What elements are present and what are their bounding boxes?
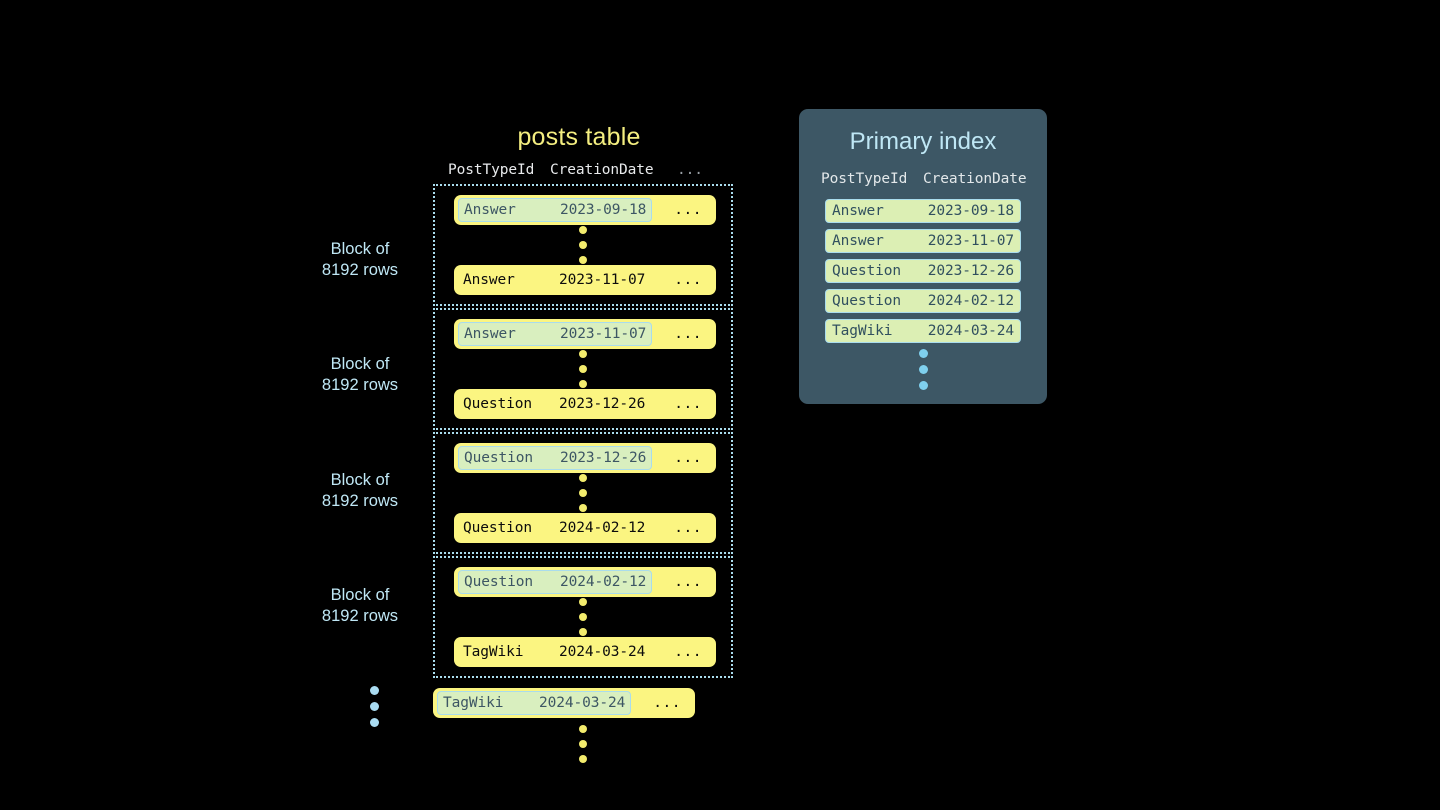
cell-creationdate: 2023-11-07 — [559, 272, 646, 288]
index-row[interactable]: Answer 2023-09-18 — [825, 199, 1021, 223]
cell-more: ... — [674, 272, 702, 288]
cell-creationdate: 2023-12-26 — [560, 450, 647, 466]
primary-index-title: Primary index — [849, 128, 997, 155]
cell-posttypeid: Answer — [463, 272, 515, 288]
primary-index-column-headers: PostTypeId CreationDate — [799, 171, 1047, 193]
column-header-creationdate: CreationDate — [550, 162, 654, 178]
block-label-1: Block of 8192 rows — [290, 239, 430, 281]
cell-creationdate: 2023-12-26 — [927, 263, 1014, 279]
table-row[interactable]: TagWiki 2024-03-24 ... — [433, 688, 695, 718]
cell-posttypeid: Answer — [832, 233, 884, 249]
cell-more: ... — [674, 396, 702, 412]
cell-posttypeid: TagWiki — [443, 695, 504, 711]
index-column-header-posttypeid: PostTypeId — [821, 171, 908, 187]
block-label-2-line1: Block of — [330, 355, 390, 373]
table-row[interactable]: Question 2023-12-26 ... — [454, 443, 716, 473]
block-label-3: Block of 8192 rows — [290, 470, 430, 512]
cell-more: ... — [653, 695, 681, 711]
storage-block-4: Question 2024-02-12 ... TagWiki 2024-03-… — [433, 556, 733, 678]
block-label-2: Block of 8192 rows — [290, 354, 430, 396]
cell-creationdate: 2023-11-07 — [560, 326, 647, 342]
table-row[interactable]: Question 2024-02-12 ... — [454, 513, 716, 543]
row-highlight: Question 2023-12-26 — [458, 446, 653, 470]
cell-creationdate: 2024-02-12 — [927, 293, 1014, 309]
cell-posttypeid: Question — [832, 293, 902, 309]
table-row[interactable]: TagWiki 2024-03-24 ... — [454, 637, 716, 667]
block-label-3-line1: Block of — [330, 471, 390, 489]
row-highlight: Question 2024-02-12 — [458, 570, 653, 594]
cell-posttypeid: Question — [464, 574, 534, 590]
cell-creationdate: 2024-03-24 — [559, 644, 646, 660]
row-content: Question 2023-12-26 — [458, 392, 650, 416]
cell-posttypeid: Answer — [464, 326, 516, 342]
block-label-2-line2: 8192 rows — [321, 376, 399, 394]
cell-more: ... — [674, 326, 702, 342]
column-header-more: ... — [677, 162, 703, 178]
cell-creationdate: 2023-09-18 — [560, 202, 647, 218]
block-label-4: Block of 8192 rows — [290, 585, 430, 627]
cell-posttypeid: Question — [464, 450, 534, 466]
cell-more: ... — [674, 450, 702, 466]
cell-more: ... — [674, 574, 702, 590]
cell-posttypeid: Answer — [464, 202, 516, 218]
cell-creationdate: 2024-02-12 — [559, 520, 646, 536]
column-header-posttypeid: PostTypeId — [448, 162, 535, 178]
index-row[interactable]: Answer 2023-11-07 — [825, 229, 1021, 253]
row-ellipsis-icon — [435, 597, 731, 637]
index-column-header-creationdate: CreationDate — [923, 171, 1027, 187]
index-more-entries-ellipsis-icon — [825, 349, 1021, 390]
cell-creationdate: 2023-09-18 — [927, 203, 1014, 219]
table-row[interactable]: Answer 2023-11-07 ... — [454, 319, 716, 349]
table-row[interactable]: Question 2024-02-12 ... — [454, 567, 716, 597]
block-label-1-line2: 8192 rows — [321, 261, 399, 279]
index-row[interactable]: TagWiki 2024-03-24 — [825, 319, 1021, 343]
primary-index-panel: Primary index PostTypeId CreationDate An… — [799, 109, 1047, 404]
block-label-3-line2: 8192 rows — [321, 492, 399, 510]
row-highlight: Answer 2023-09-18 — [458, 198, 653, 222]
block-label-1-line1: Block of — [330, 240, 390, 258]
more-blocks-ellipsis-icon — [370, 686, 379, 727]
index-row[interactable]: Question 2023-12-26 — [825, 259, 1021, 283]
block-label-4-line1: Block of — [330, 586, 390, 604]
index-row[interactable]: Question 2024-02-12 — [825, 289, 1021, 313]
row-ellipsis-icon — [435, 349, 731, 389]
cell-more: ... — [674, 644, 702, 660]
cell-posttypeid: TagWiki — [832, 323, 893, 339]
storage-block-3: Question 2023-12-26 ... Question 2024-02… — [433, 432, 733, 554]
table-row[interactable]: Answer 2023-09-18 ... — [454, 195, 716, 225]
row-content: Answer 2023-11-07 — [458, 268, 650, 292]
cell-creationdate: 2024-03-24 — [539, 695, 626, 711]
cell-more: ... — [674, 202, 702, 218]
cell-posttypeid: Answer — [832, 203, 884, 219]
row-highlight: Answer 2023-11-07 — [458, 322, 653, 346]
posts-table-column-headers: PostTypeId CreationDate ... — [433, 162, 733, 184]
cell-posttypeid: TagWiki — [463, 644, 524, 660]
primary-index-rows: Answer 2023-09-18 Answer 2023-11-07 Ques… — [799, 199, 1047, 390]
table-row[interactable]: Question 2023-12-26 ... — [454, 389, 716, 419]
storage-block-2: Answer 2023-11-07 ... Question 2023-12-2… — [433, 308, 733, 430]
cell-posttypeid: Question — [463, 520, 533, 536]
row-content: Question 2024-02-12 — [458, 516, 650, 540]
storage-block-1: Answer 2023-09-18 ... Answer 2023-11-07 … — [433, 184, 733, 306]
cell-more: ... — [674, 520, 702, 536]
cell-posttypeid: Question — [463, 396, 533, 412]
cell-creationdate: 2023-11-07 — [927, 233, 1014, 249]
cell-posttypeid: Question — [832, 263, 902, 279]
table-row[interactable]: Answer 2023-11-07 ... — [454, 265, 716, 295]
cell-creationdate: 2024-02-12 — [560, 574, 647, 590]
block-label-4-line2: 8192 rows — [321, 607, 399, 625]
more-rows-ellipsis-icon — [452, 725, 714, 763]
cell-creationdate: 2024-03-24 — [927, 323, 1014, 339]
posts-table-title: posts table — [517, 123, 641, 151]
row-ellipsis-icon — [435, 473, 731, 513]
posts-table: posts table PostTypeId CreationDate ... … — [433, 120, 733, 763]
row-highlight: TagWiki 2024-03-24 — [437, 691, 632, 715]
row-ellipsis-icon — [435, 225, 731, 265]
row-content: TagWiki 2024-03-24 — [458, 640, 650, 664]
cell-creationdate: 2023-12-26 — [559, 396, 646, 412]
